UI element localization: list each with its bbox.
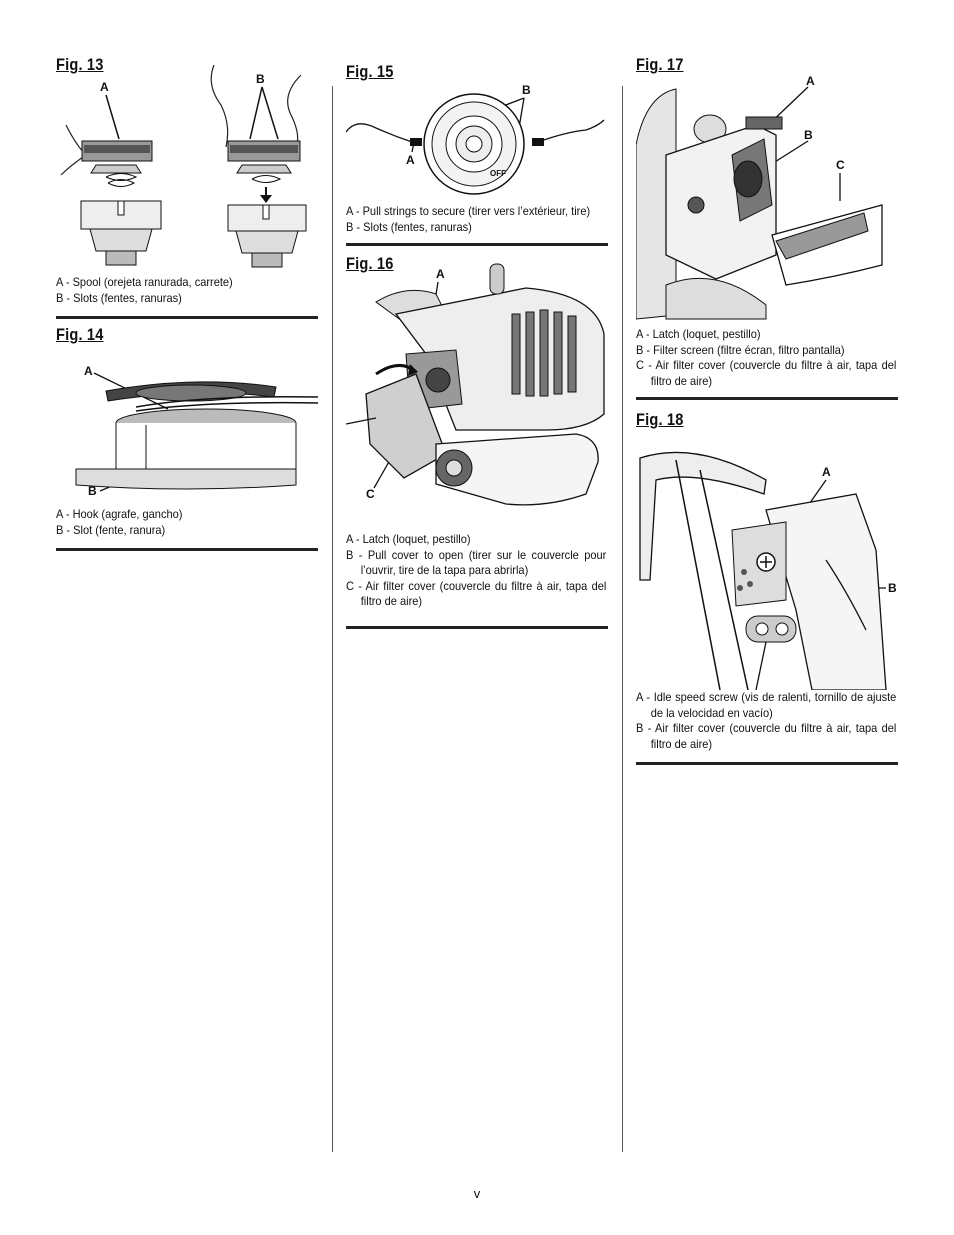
caption-item: B - Slots (fentes, ranuras): [346, 219, 472, 234]
figure-17: Fig. 17 A B C: [636, 55, 898, 327]
section-rule: [56, 316, 318, 319]
caption-item: A - Hook (agrafe, gancho): [56, 507, 183, 521]
figure-title: Fig. 15: [346, 62, 394, 81]
callout-label: B: [256, 72, 265, 86]
figure-title: Fig. 18: [636, 410, 684, 429]
figure-13: Fig. 13 A B: [56, 55, 318, 275]
section-rule: [56, 548, 318, 551]
callout-label: B: [888, 581, 897, 595]
caption-item: C - Air filter cover (couvercle du filtr…: [636, 358, 897, 388]
section-rule: [636, 762, 898, 765]
caption-item: B - Filter screen (filtre écran, filtro …: [636, 342, 845, 357]
figure-title: Fig. 16: [346, 254, 394, 273]
callout-label: C: [366, 487, 375, 501]
figure-title: Fig. 17: [636, 55, 684, 74]
column-divider: [332, 86, 333, 1152]
caption-item: A - Latch (loquet, pestillo): [346, 532, 471, 546]
caption-item: A - Latch (loquet, pestillo): [636, 327, 761, 341]
callout-label: B: [804, 128, 813, 142]
callout-label: B: [88, 484, 97, 498]
caption-item: B - Slot (fente, ranura): [56, 522, 166, 537]
callout-label: C: [836, 158, 845, 172]
figure-16-caption: A - Latch (loquet, pestillo) B - Pull co…: [346, 532, 606, 610]
air-filter-screen-illustration: A B C: [636, 74, 883, 320]
page-number: v: [473, 1186, 481, 1201]
callout-label: A: [100, 80, 109, 94]
figure-14-caption: A - Hook (agrafe, gancho) B - Slot (fent…: [56, 507, 316, 538]
column-left: Fig. 13 A B: [56, 55, 318, 551]
dial-marking: OFF: [490, 169, 506, 178]
section-rule: [636, 397, 898, 400]
figure-16: Fig. 16 A B C: [346, 254, 608, 532]
section-rule: [346, 625, 608, 629]
callout-label: A: [84, 364, 93, 378]
column-divider: [622, 86, 623, 1152]
figure-15-caption: A - Pull strings to secure (tirer vers l…: [346, 204, 606, 235]
idle-speed-screw-illustration: A B: [639, 451, 897, 690]
callout-label: A: [436, 267, 445, 281]
caption-item: A - Spool (orejeta ranurada, carrete): [56, 275, 233, 289]
figure-17-caption: A - Latch (loquet, pestillo) B - Filter …: [636, 327, 896, 389]
figure-title: Fig. 14: [56, 325, 104, 344]
callout-label: B: [522, 83, 531, 97]
figure-15: Fig. 15 A B OFF: [346, 62, 608, 204]
figure-title: Fig. 13: [56, 55, 104, 74]
caption-item: B - Air filter cover (couvercle du filtr…: [636, 721, 897, 751]
caption-item: A - Pull strings to secure (tirer vers l…: [346, 204, 591, 218]
spool-hook-illustration: A B: [75, 364, 318, 498]
figure-13-caption: A - Spool (orejeta ranurada, carrete) B …: [56, 275, 316, 306]
spool-illustration: A B: [60, 64, 307, 268]
caption-item: B - Pull cover to open (tirer sur le cou…: [346, 547, 607, 578]
column-middle: Fig. 15 A B OFF A - Pull strings to secu…: [346, 62, 608, 629]
callout-label: A: [822, 465, 831, 479]
section-rule: [346, 243, 608, 246]
caption-item: A - Idle speed screw (vis de ralenti, to…: [636, 690, 897, 720]
callout-label: A: [406, 153, 415, 167]
figure-14: Fig. 14 A B: [56, 325, 318, 507]
engine-air-filter-illustration: A B C: [346, 263, 605, 506]
callout-label: A: [806, 74, 815, 88]
figure-18-caption: A - Idle speed screw (vis de ralenti, to…: [636, 690, 896, 752]
column-right: Fig. 17 A B C A - Latch (loquet, pestill…: [636, 55, 898, 765]
trimmer-head-illustration: A B OFF: [346, 83, 605, 195]
caption-item: B - Slots (fentes, ranuras): [56, 290, 182, 305]
figure-18: Fig. 18 A B: [636, 410, 898, 690]
caption-item: C - Air filter cover (couvercle du filtr…: [346, 578, 607, 609]
